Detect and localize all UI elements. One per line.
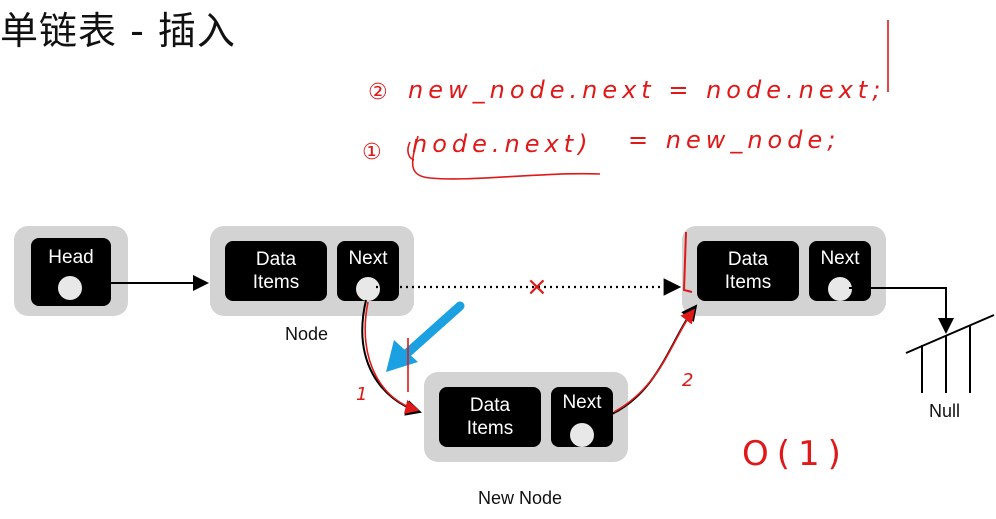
head-node: Head: [14, 226, 128, 316]
head-box: Head: [31, 238, 111, 306]
null-label: Null: [929, 401, 961, 421]
new-node-data-box: Data Items: [439, 387, 541, 447]
node: Data Items Next: [210, 226, 414, 316]
target-node: Data Items Next: [682, 226, 886, 316]
new-node-next-dot: [570, 423, 594, 447]
step1-code-right: = new_node;: [628, 126, 841, 154]
target-to-null-arrow: [849, 287, 954, 334]
new-node-data-label: Data Items: [466, 395, 514, 439]
node-next-label: Next: [348, 248, 388, 269]
arrow-step-1: 1: [356, 384, 373, 405]
new-node-to-target-arrow: [611, 304, 698, 415]
red-tick-mark-target: [682, 231, 693, 293]
cross-mark: ×: [526, 272, 553, 302]
target-next-dot: [828, 277, 852, 301]
new-node-caption: New Node: [478, 488, 563, 508]
target-next-box: Next: [809, 241, 871, 301]
hand-bracket: [407, 141, 415, 161]
hand-underline-loop: [411, 135, 601, 180]
null-ground-icon: [905, 314, 995, 393]
page-title: 单链表 - 插入: [0, 9, 236, 53]
target-next-label: Next: [820, 248, 860, 269]
head-pointer-dot: [58, 276, 82, 300]
new-node-to-target-red-stroke: [613, 308, 695, 413]
step1-code-left: node.next): [412, 130, 593, 158]
step2-number: ②: [368, 80, 393, 105]
new-node: Data Items Next: [424, 372, 628, 462]
step1-number: ①: [362, 140, 387, 165]
node-to-new-node-red-stroke: [364, 301, 420, 415]
node-data-box: Data Items: [225, 241, 327, 301]
node-caption: Node: [285, 324, 329, 344]
highlight-arrow-icon: [386, 301, 465, 372]
new-node-next-label: Next: [562, 392, 602, 413]
new-node-next-box: Next: [551, 387, 613, 447]
arrow-step-2: 2: [682, 370, 699, 391]
target-data-box: Data Items: [697, 241, 799, 301]
node-data-label: Data Items: [252, 249, 300, 293]
target-data-label: Data Items: [724, 249, 772, 293]
node-next-dot: [356, 277, 380, 301]
step2-code: new_node.next = node.next;: [408, 76, 886, 104]
node-next-box: Next: [337, 241, 399, 301]
head-label: Head: [48, 247, 94, 268]
complexity-label: O(1): [742, 434, 849, 474]
